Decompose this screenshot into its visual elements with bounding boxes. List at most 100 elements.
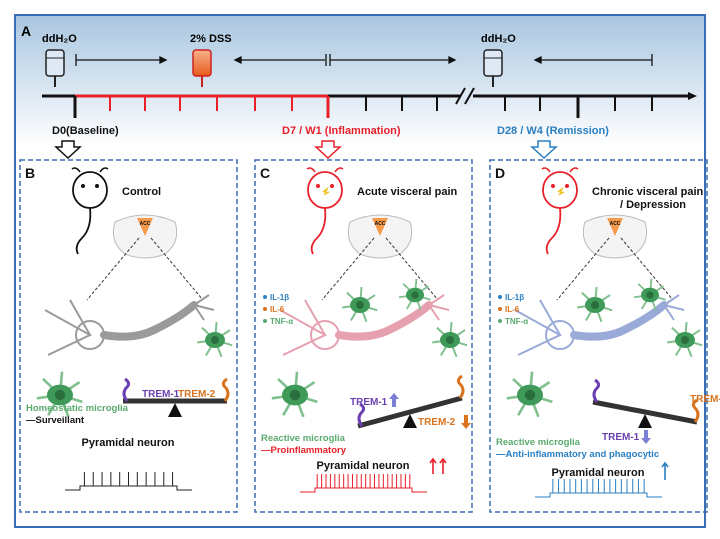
microglia-cell xyxy=(506,371,553,418)
arrowhead xyxy=(688,92,697,100)
d28-label: D28 / W4 (Remission) xyxy=(497,125,609,137)
panel-a: A ddH₂O 2% DSS ddH₂O D0(Baseline) D7 / W… xyxy=(21,23,697,160)
trem2-receptor-icon xyxy=(221,377,230,402)
microglia-label: Reactive microglia xyxy=(261,433,346,444)
microglia-cell xyxy=(398,278,431,311)
mouse-icon xyxy=(306,167,344,255)
microglia-state-label: —Proinflammatory xyxy=(261,445,347,456)
panel-frame xyxy=(254,159,473,513)
cytokine-label: TNF-α xyxy=(505,317,528,326)
trem1-label: TREM-1 xyxy=(142,389,180,400)
acc-label: ACC xyxy=(140,221,151,227)
dss-bottle-icon xyxy=(192,49,212,87)
microglia-cell xyxy=(197,321,233,358)
timeline xyxy=(42,87,697,118)
up-arrow-icon xyxy=(439,457,447,474)
panel-subtitle: / Depression xyxy=(620,199,686,211)
panel-label: B xyxy=(25,165,35,181)
trem1-receptor-icon xyxy=(122,377,131,402)
mouse-icon xyxy=(541,167,579,255)
microglia-cell xyxy=(271,371,318,418)
trem2-receptor-icon xyxy=(456,374,465,399)
acc-label: ACC xyxy=(375,221,386,227)
dss-label: 2% DSS xyxy=(190,33,232,45)
down-arrow-icon xyxy=(54,140,82,160)
cytokine-dot xyxy=(263,307,267,311)
trem1-label: TREM-1 xyxy=(602,432,640,443)
cytokine-dot xyxy=(498,319,502,323)
microglia-cell xyxy=(667,321,703,358)
panel-label: D xyxy=(495,165,505,181)
water-label-1: ddH₂O xyxy=(42,33,77,45)
microglia-cell xyxy=(577,286,613,323)
trem-seesaw xyxy=(357,374,465,429)
down-arrow-icon xyxy=(314,140,342,160)
trem1-receptor-icon xyxy=(357,402,366,427)
trem1-receptor-icon xyxy=(592,378,601,403)
pyramidal-neuron-illustration xyxy=(279,294,450,356)
cytokine-label: IL-1β xyxy=(270,293,289,302)
down-arrow-icon xyxy=(641,430,651,444)
duration-arrows xyxy=(75,54,653,66)
pyramidal-neuron-label: Pyramidal neuron xyxy=(317,460,410,472)
firing-trace xyxy=(300,474,427,493)
water-label-2: ddH₂O xyxy=(481,33,516,45)
zoom-lines xyxy=(556,237,674,301)
pyramidal-neuron-illustration xyxy=(514,294,685,356)
pain-bolt-icon xyxy=(322,186,330,196)
cytokine-dot xyxy=(498,295,502,299)
water-bottle-icon xyxy=(483,49,503,87)
d0-label: D0(Baseline) xyxy=(52,125,119,137)
water-bottle-icon xyxy=(45,49,65,87)
microglia-state-label: —Anti-inflammatory and phagocytic xyxy=(496,449,659,460)
mouse-icon xyxy=(71,167,109,255)
zoom-lines xyxy=(86,237,204,301)
panel-frame xyxy=(19,159,238,513)
cytokine-dot xyxy=(263,295,267,299)
microglia-cell xyxy=(342,286,378,323)
trem1-label: TREM-1 xyxy=(350,397,388,408)
pyramidal-neuron-illustration xyxy=(44,294,215,356)
panel-title: Control xyxy=(122,186,161,198)
axis-break xyxy=(461,88,473,104)
panel-a-label: A xyxy=(21,23,31,39)
trem-seesaw xyxy=(592,378,700,428)
microglia-cell xyxy=(36,371,83,418)
up-arrow-icon xyxy=(389,393,399,407)
panel-frame xyxy=(489,159,708,513)
firing-trace xyxy=(65,472,192,491)
cytokine-dot xyxy=(498,307,502,311)
panel-title: Chronic visceral pain xyxy=(592,186,704,198)
up-arrow-icon xyxy=(661,461,669,480)
microglia-cell xyxy=(633,278,666,311)
pain-bolt-icon xyxy=(557,186,565,196)
down-arrow-icon xyxy=(461,415,471,429)
up-arrow-icon xyxy=(429,457,437,474)
cytokine-label: TNF-α xyxy=(270,317,293,326)
trem2-label: TREM-2 xyxy=(690,394,720,405)
trem2-label: TREM-2 xyxy=(178,389,216,400)
microglia-label: Reactive microglia xyxy=(496,437,581,448)
microglia-label: Homeostatic microglia xyxy=(26,403,129,414)
acc-label: ACC xyxy=(610,221,621,227)
trem2-receptor-icon xyxy=(691,398,700,423)
panel-label: C xyxy=(260,165,270,181)
panel-a-background xyxy=(16,16,704,146)
panel-title: Acute visceral pain xyxy=(357,186,458,198)
pyramidal-neuron-label: Pyramidal neuron xyxy=(82,437,175,449)
cytokine-label: IL-1β xyxy=(505,293,524,302)
microglia-state-label: —Surveillant xyxy=(26,415,85,426)
zoom-lines xyxy=(321,237,439,301)
trem2-label: TREM-2 xyxy=(418,417,456,428)
down-arrow-icon xyxy=(530,140,558,160)
axis-break-icon xyxy=(455,87,475,105)
trem-seesaw xyxy=(122,377,230,417)
cytokine-dot xyxy=(263,319,267,323)
firing-trace xyxy=(535,479,662,498)
pyramidal-neuron-label: Pyramidal neuron xyxy=(552,467,645,479)
microglia-cell xyxy=(432,321,468,358)
